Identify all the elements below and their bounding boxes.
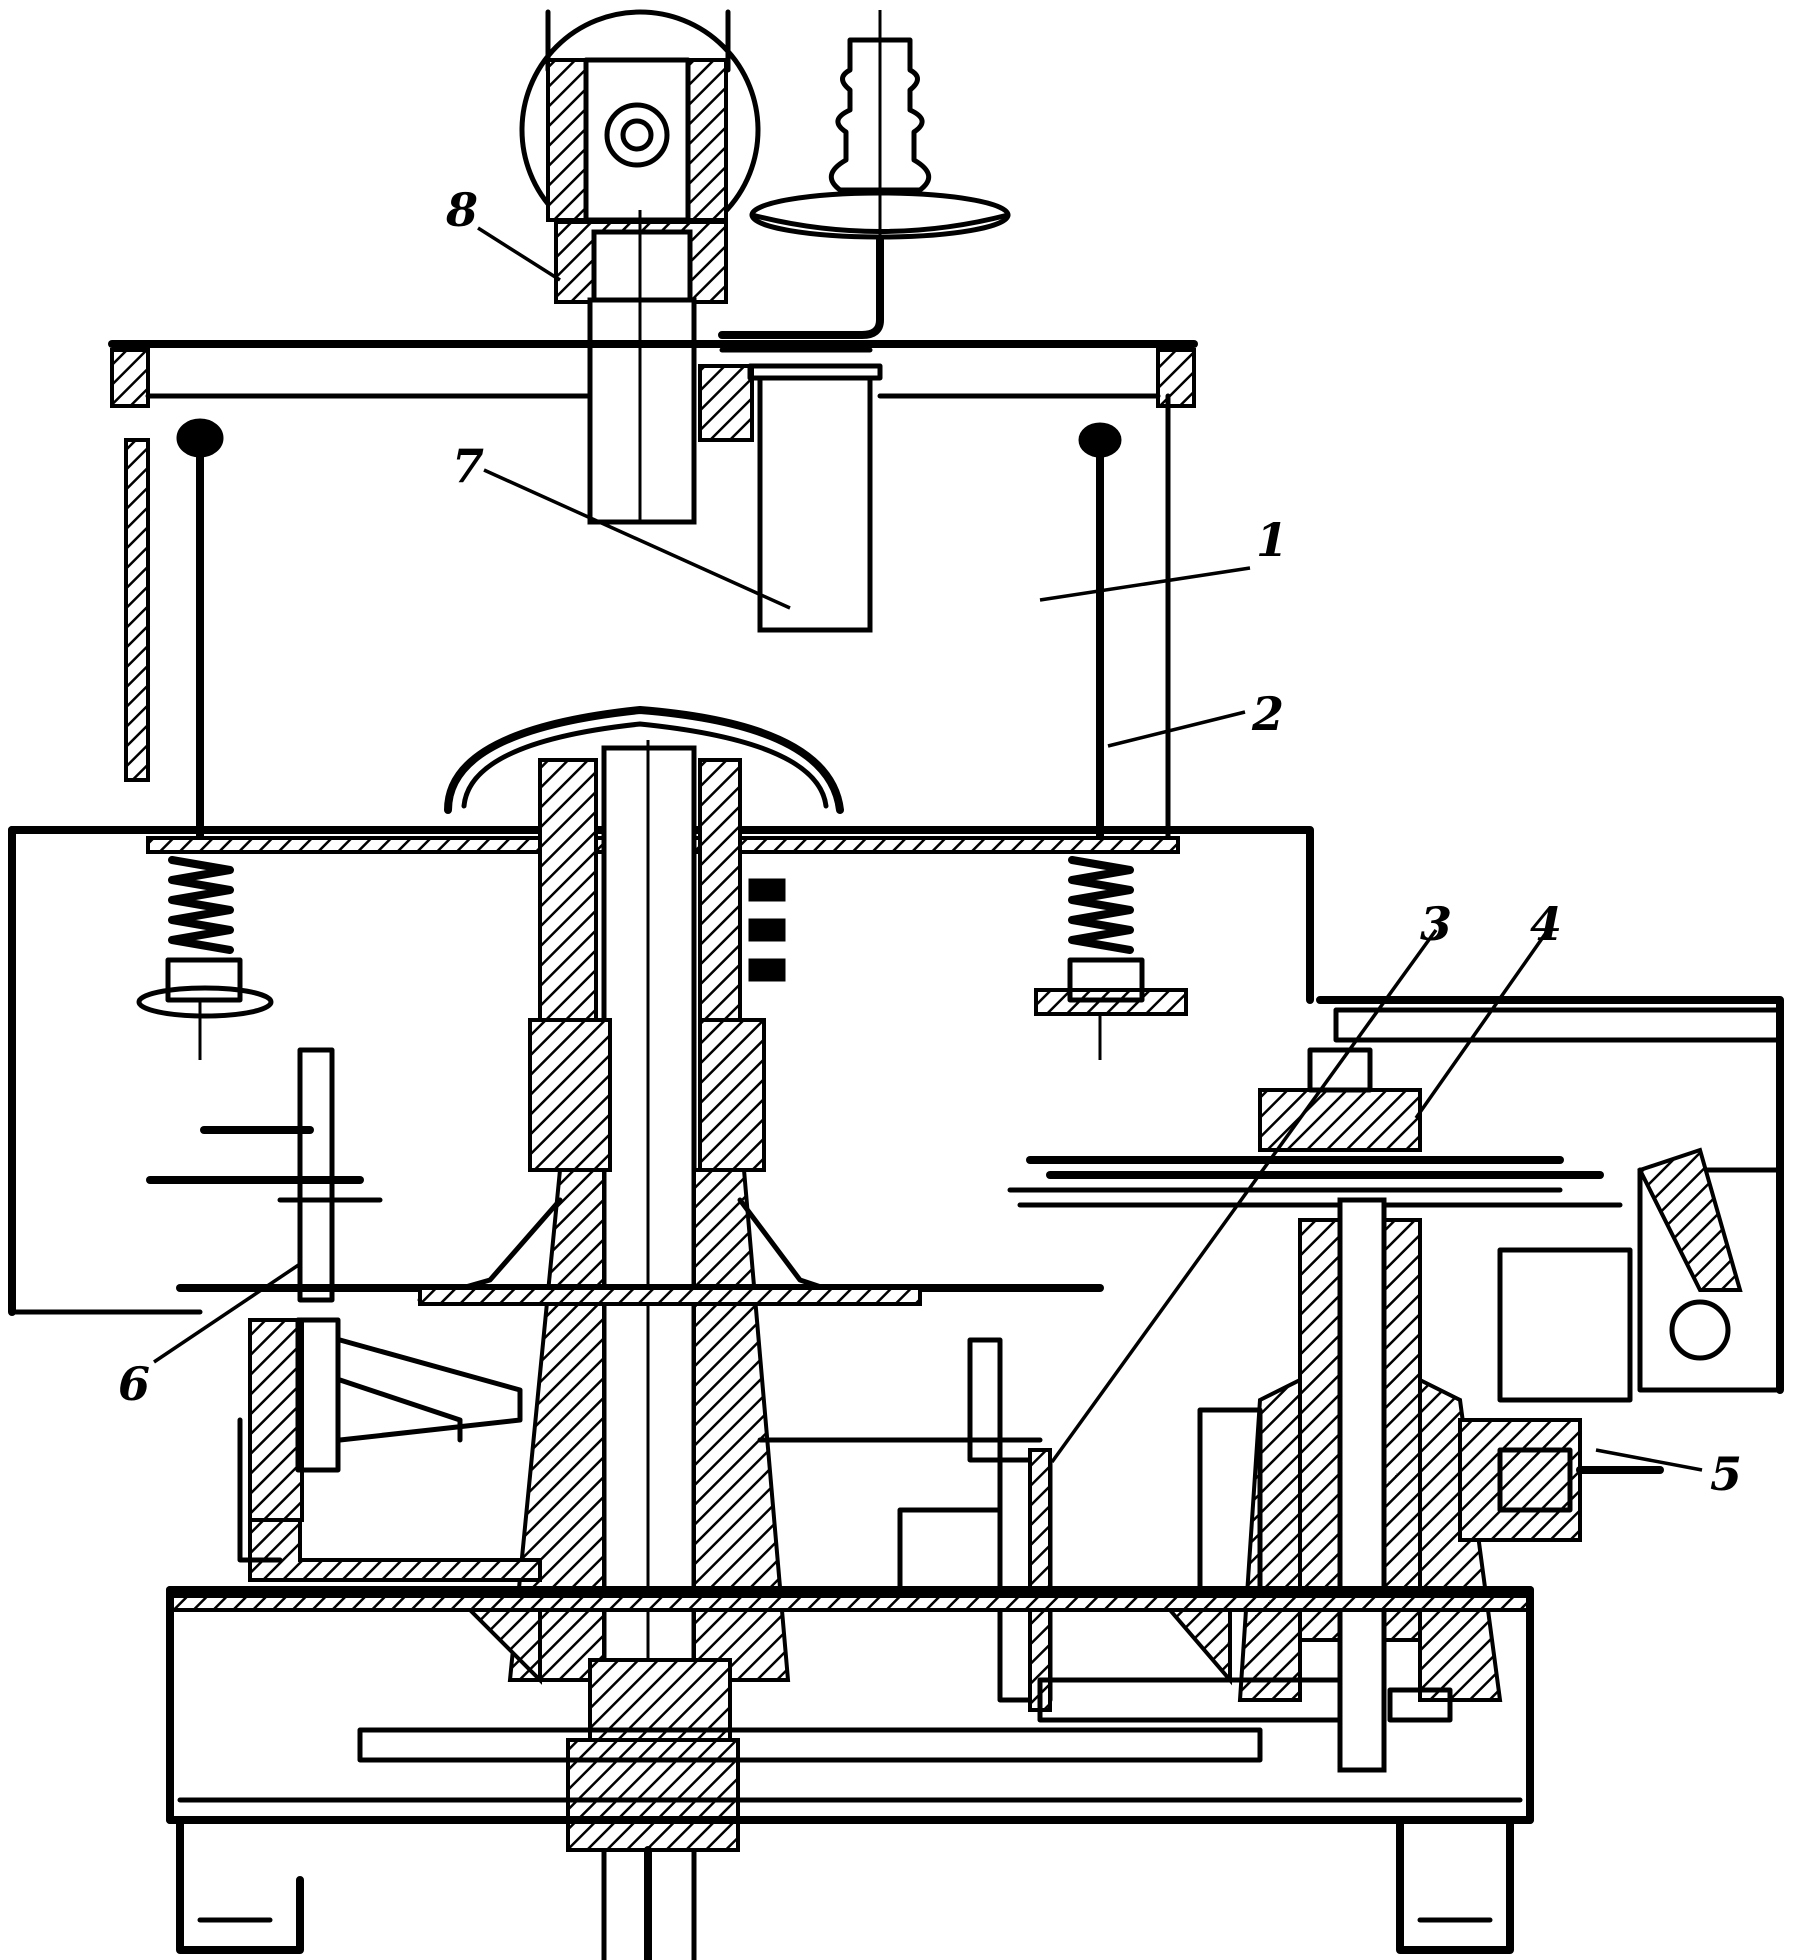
leader-7 [483,468,791,610]
mid-tank [8,706,1314,1316]
insulator-disk [718,10,1011,353]
top-plate [108,340,1198,633]
leader-lines [153,226,1703,1472]
label-4: 4 [1530,897,1562,951]
right-spring [1034,856,1188,1060]
leader-5 [1595,1448,1703,1472]
central-column [417,740,863,1960]
left-mechanism [146,1047,1104,1582]
part-labels: 1 2 3 4 5 6 7 8 [118,183,1742,1501]
left-spring [136,856,274,1060]
leader-6 [153,1262,301,1364]
top-head-assembly [519,9,761,525]
leader-3 [1050,928,1438,1464]
label-5: 5 [1710,1447,1742,1501]
leader-2 [1107,710,1246,748]
base-frame [166,1586,1534,1954]
label-3: 3 [1420,897,1452,951]
label-2: 2 [1251,687,1284,741]
leader-8 [477,226,561,282]
leader-4 [1414,928,1550,1120]
label-1: 1 [1256,513,1288,567]
label-6: 6 [118,1357,150,1411]
label-7: 7 [452,439,484,493]
side-rods [124,393,1171,844]
right-mechanism [897,996,1784,1773]
label-8: 8 [445,183,478,237]
leader-1 [1039,566,1251,602]
